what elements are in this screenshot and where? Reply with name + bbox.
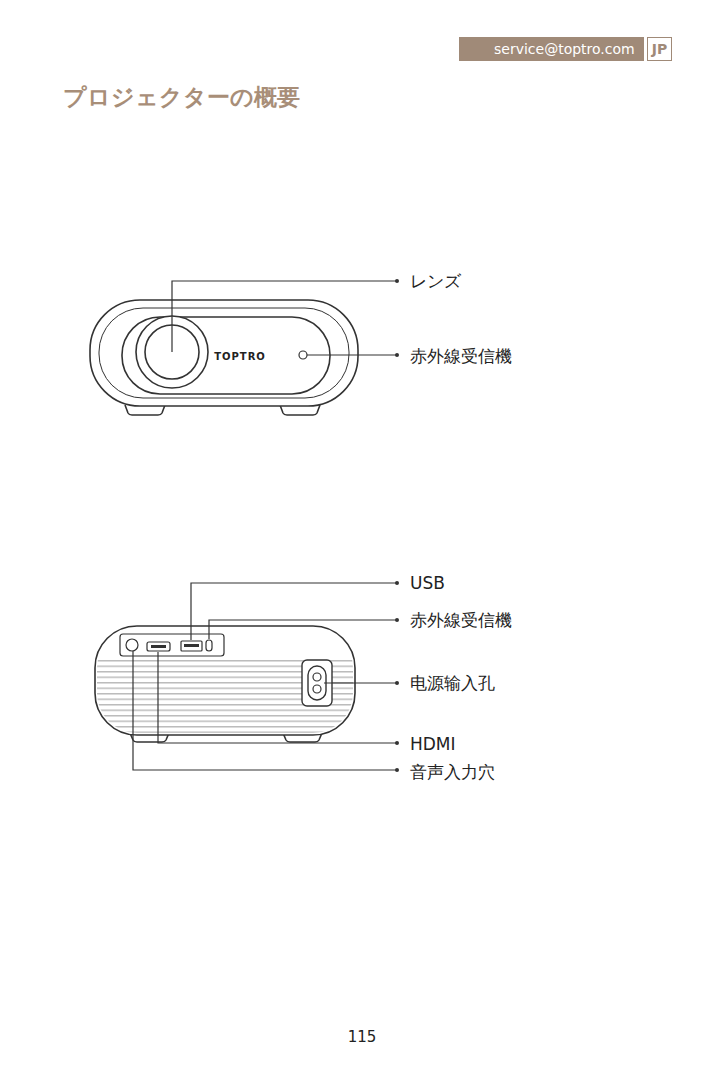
part-label: HDMI <box>410 733 456 755</box>
projector-back <box>95 626 355 742</box>
badge-text: service@toptro.com <box>494 41 635 57</box>
page-title: プロジェクターの概要 <box>63 82 300 113</box>
leader-lines <box>172 281 396 355</box>
part-label: 赤外線受信機 <box>410 609 512 631</box>
leader-dots <box>395 279 399 357</box>
badge-text: JP <box>652 41 667 57</box>
brand-logo: TOPTRO <box>214 350 266 364</box>
projector-front <box>90 300 358 415</box>
part-label: 音声入力穴 <box>410 761 495 783</box>
leader-dots <box>395 581 399 772</box>
email-badge: service@toptro.com <box>459 37 644 61</box>
leader-lines <box>133 583 396 770</box>
part-label: 赤外線受信機 <box>410 345 512 367</box>
page-number: 115 <box>348 1028 377 1047</box>
part-label: レンズ <box>410 270 461 292</box>
language-tag: JP <box>647 37 672 61</box>
part-label: USB <box>410 572 445 594</box>
part-label: 电源输入孔 <box>410 672 495 694</box>
